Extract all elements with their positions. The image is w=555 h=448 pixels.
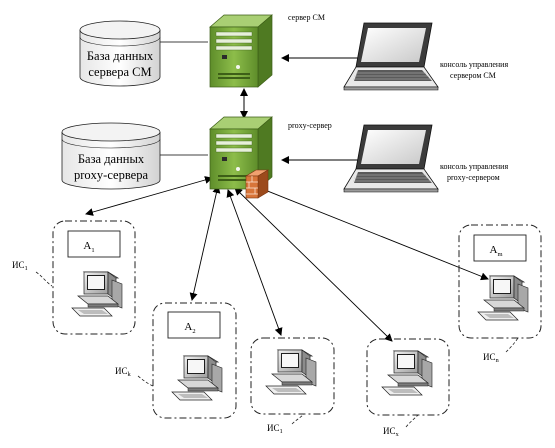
- is-n-sub: n: [496, 357, 500, 364]
- agent-a1: A1: [67, 230, 121, 258]
- info-system-n: Am ИСn: [458, 224, 542, 364]
- is-n-prefix: ИС: [483, 352, 496, 362]
- server-cm-label: сервер СМ: [288, 13, 325, 22]
- svg-text:ИС1: ИС1: [267, 423, 283, 435]
- console-cm-label-line2: сервером СМ: [450, 71, 496, 80]
- agent-a2-sub: 2: [192, 328, 195, 335]
- pc-icon: [477, 275, 529, 321]
- server-cm-icon: [209, 14, 273, 88]
- svg-text:A2: A2: [184, 321, 195, 335]
- database-cm-label-line2: сервера СМ: [88, 65, 151, 79]
- is-mid1-prefix: ИС: [267, 423, 280, 433]
- info-system-1: A1 ИС1: [12, 220, 136, 335]
- agent-am-letter: A: [489, 244, 497, 256]
- svg-text:ИСk: ИСk: [115, 366, 132, 378]
- database-proxy-label-line2: proxy-сервера: [74, 168, 148, 182]
- svg-text:Am: Am: [489, 244, 502, 258]
- is-mid1-sub: 1: [280, 428, 283, 435]
- console-proxy: консоль управления proxy-сервером: [343, 124, 508, 193]
- info-system-middle-1: ИС1: [250, 337, 335, 435]
- console-cm: консоль управления сервером СМ: [343, 22, 508, 91]
- pc-icon: [71, 271, 123, 317]
- console-cm-label-line1: консоль управления: [440, 60, 508, 69]
- svg-text:ИСx: ИСx: [383, 426, 400, 438]
- is-1-prefix: ИС: [12, 260, 25, 270]
- svg-text:ИСn: ИСn: [483, 352, 500, 364]
- is-x-prefix: ИС: [383, 426, 396, 436]
- agent-a2: A2: [167, 311, 221, 339]
- laptop-icon: [343, 22, 439, 91]
- firewall-icon: [244, 169, 270, 199]
- database-proxy-label-line1: База данных: [78, 152, 145, 166]
- is-k-prefix: ИС: [115, 366, 128, 376]
- pc-icon: [265, 349, 317, 395]
- agent-am-sub: m: [497, 251, 502, 258]
- console-proxy-label-line1: консоль управления: [440, 162, 508, 171]
- pc-icon: [171, 355, 223, 401]
- database-cm-label-line1: База данных: [87, 49, 154, 63]
- server-cm: сервер СМ: [209, 13, 325, 88]
- database-cm: База данных сервера СМ: [79, 20, 161, 87]
- agent-am: Am: [473, 234, 527, 262]
- svg-text:A1: A1: [83, 240, 94, 254]
- proxy-server-label: proxy-сервер: [288, 121, 332, 130]
- laptop-icon: [343, 124, 439, 193]
- pc-icon: [381, 350, 433, 396]
- is-x-sub: x: [396, 431, 400, 438]
- connections: [85, 41, 489, 342]
- proxy-server: proxy-сервер: [209, 116, 332, 199]
- svg-text:ИС1: ИС1: [12, 260, 28, 272]
- is-k-sub: k: [128, 371, 132, 378]
- agent-a1-sub: 1: [91, 247, 94, 254]
- info-system-k: A2 ИСk: [115, 302, 237, 419]
- info-system-x: ИСx: [366, 338, 450, 438]
- is-1-sub: 1: [25, 265, 28, 272]
- agent-a1-letter: A: [83, 240, 91, 252]
- database-proxy: База данных proxy-сервера: [61, 122, 161, 190]
- agent-a2-letter: A: [184, 321, 192, 333]
- console-proxy-label-line2: proxy-сервером: [447, 173, 500, 182]
